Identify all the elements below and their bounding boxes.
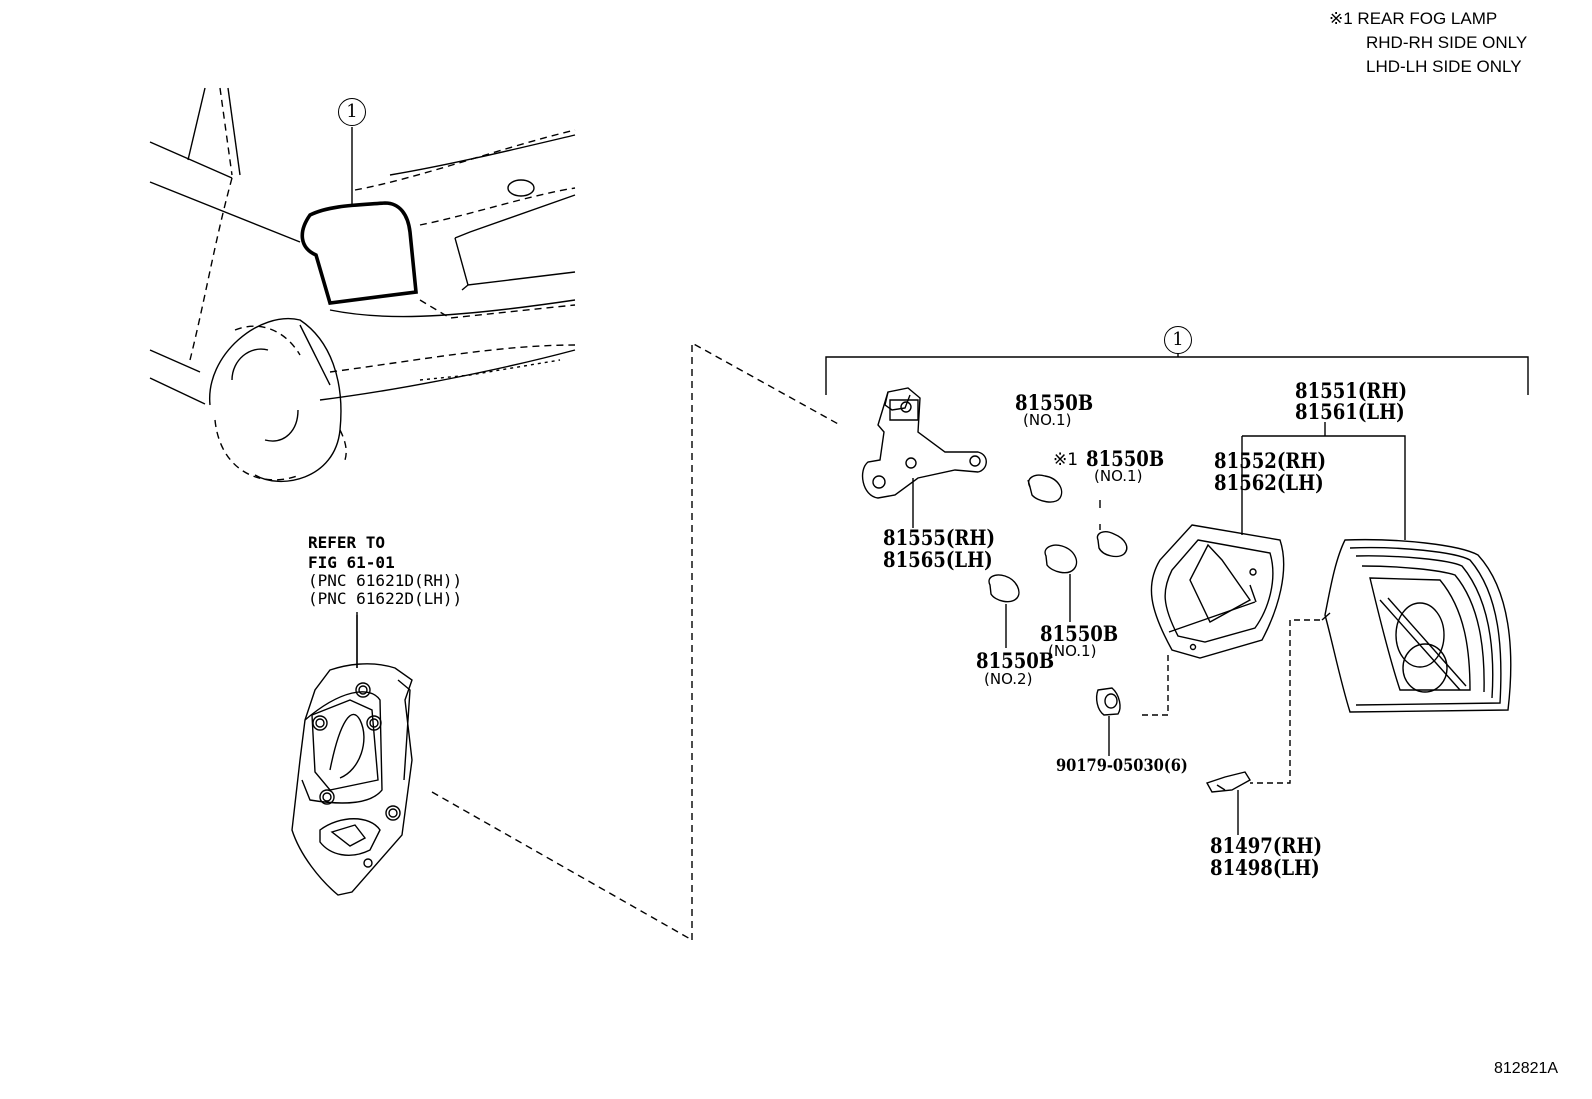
part-81497-rh: 81497(RH) xyxy=(1210,833,1323,858)
part-81550b-low: 81550B xyxy=(976,648,1055,673)
part-81550b-fog: 81550B xyxy=(1086,446,1165,471)
bulb-81550b-fog xyxy=(1097,500,1126,556)
part-81550b-fog-no: (NO.1) xyxy=(1094,467,1143,485)
callout-1-assembly: 1 xyxy=(1164,326,1192,354)
part-81561-lh: 81561(LH) xyxy=(1295,399,1405,424)
figure-id: 812821A xyxy=(1494,1060,1559,1077)
refer-pnc-lh: (PNC 61622D(LH)) xyxy=(308,589,463,608)
part-81550b-top-no: (NO.1) xyxy=(1023,411,1072,429)
part-81562-lh: 81562(LH) xyxy=(1214,470,1324,495)
part-90179-nut: 90179-05030(6) xyxy=(1056,756,1188,776)
clip-81497 xyxy=(1207,772,1250,835)
bulb-81550b-low xyxy=(989,575,1019,648)
bulb-81550b-mid xyxy=(1045,545,1076,622)
part-81550b-mid-no: (NO.1) xyxy=(1048,642,1097,660)
nut-90179 xyxy=(1097,688,1120,756)
tail-lamp-outline xyxy=(302,203,416,303)
socket-bracket-81555 xyxy=(863,388,987,528)
part-81551-rh: 81551(RH) xyxy=(1295,378,1408,403)
part-81550b-mid: 81550B xyxy=(1040,621,1119,646)
part-81552-rh: 81552(RH) xyxy=(1214,448,1327,473)
lamp-lens-81551 xyxy=(1242,422,1511,783)
part-81550b-low-no: (NO.2) xyxy=(984,670,1033,688)
note-lhd: LHD-LH SIDE ONLY xyxy=(1366,57,1522,76)
refer-fig-label: FIG 61-01 xyxy=(308,553,395,572)
bulb-81550b-top xyxy=(1028,475,1062,502)
callout-1-car: 1 xyxy=(338,98,366,126)
note-fog-lamp: ※1 REAR FOG LAMP xyxy=(1329,9,1498,28)
part-81565-lh: 81565(LH) xyxy=(883,547,993,572)
part-81550b-top: 81550B xyxy=(1015,390,1094,415)
part-81498-lh: 81498(LH) xyxy=(1210,855,1320,880)
quarter-panel-illustration xyxy=(292,615,412,895)
refer-to-label: REFER TO xyxy=(308,533,386,552)
refer-pnc-rh: (PNC 61621D(RH)) xyxy=(308,571,463,590)
note-rhd: RHD-RH SIDE ONLY xyxy=(1366,33,1528,52)
car-rear-illustration xyxy=(150,88,575,481)
fog-mark: ※1 xyxy=(1053,450,1079,470)
part-81555-rh: 81555(RH) xyxy=(883,525,996,550)
gasket-81552 xyxy=(1142,436,1284,715)
